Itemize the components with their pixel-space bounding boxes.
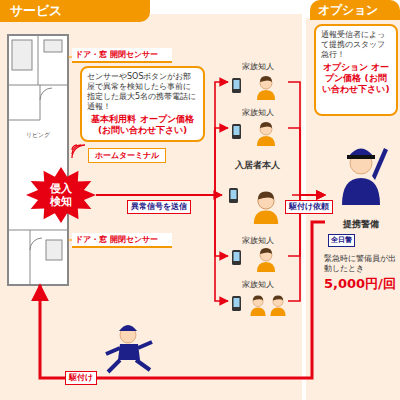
- node-text: 侵入検知: [49, 182, 73, 208]
- header-band: オプション: [310, 0, 400, 20]
- connector-arrow: [40, 222, 325, 378]
- service-panel: [0, 14, 302, 400]
- connector-arrow: [96, 195, 228, 301]
- terminal-label: ホームターミナル: [88, 148, 166, 163]
- node-subtext: 5,000円/回: [324, 276, 396, 292]
- resident-node: 入居者本人: [222, 160, 292, 230]
- fee-note: 緊急時に警備員が出動したとき 5,000円/回: [322, 252, 398, 302]
- edge-label: 駆付け: [65, 371, 97, 385]
- node-text: 家族知人: [228, 108, 288, 118]
- guard-figure: [342, 148, 388, 205]
- node-text: リビング: [8, 131, 68, 140]
- node-text: ドア・窓 開閉センサー: [75, 234, 169, 245]
- connector-arrow: [288, 128, 325, 195]
- node-text: 家族知人: [228, 236, 288, 246]
- callout-box: 通報受信者によって提携のスタッフ急行！オプション オープン価格 (お問い合わせ下…: [314, 24, 398, 116]
- edge-label: 異常信号を送信: [127, 200, 191, 214]
- node-text: ドア・窓 開閉センサー: [75, 49, 169, 60]
- node-text: 家族知人: [228, 280, 288, 290]
- sensor-label: ドア・窓 開閉センサー: [72, 48, 172, 63]
- node-text: 通報受信者によって提携のスタッフ急行！: [321, 30, 391, 60]
- callout-box: センサーやSOSボタンがお部屋で異常を検知したら事前に指定した最大5名の携帯電話…: [80, 66, 205, 142]
- wireless-symbol: [72, 145, 85, 158]
- floor-plan: [8, 35, 68, 285]
- sensor-label: ドア・窓 開閉センサー: [72, 233, 172, 248]
- contact-node: 家族知人: [228, 236, 288, 276]
- contact-node: 家族知人: [228, 280, 288, 322]
- logo-label: 全日警: [328, 234, 355, 247]
- node-text: 緊急時に警備員が出動したとき: [324, 254, 396, 274]
- edge-label: 駆付け依頼: [285, 200, 333, 214]
- node-text: 提携警備: [325, 219, 397, 230]
- running-guard: [106, 325, 152, 372]
- alert-burst: 侵入検知: [26, 167, 96, 223]
- node-text: センサーやSOSボタンがお部屋で異常を検知したら事前に指定した最大5名の携帯電話…: [87, 72, 198, 112]
- node-text: 入居者本人: [222, 160, 292, 171]
- floor-plan: リビング: [8, 35, 68, 285]
- node-text: ホームターミナル: [92, 150, 162, 161]
- node-subtext: オプション オープン価格 (お問い合わせ下さい): [321, 62, 391, 95]
- node-subtext: 基本利用料 オープン価格 (お問い合わせ下さい): [87, 114, 198, 136]
- node-text: オプション: [318, 3, 392, 17]
- node-text: 家族知人: [228, 62, 288, 72]
- contact-node: 家族知人: [228, 62, 288, 102]
- contact-node: 家族知人: [228, 108, 288, 148]
- node-text: サービス: [10, 3, 140, 19]
- header-band: サービス: [0, 0, 150, 22]
- guard-node: 提携警備: [325, 125, 397, 230]
